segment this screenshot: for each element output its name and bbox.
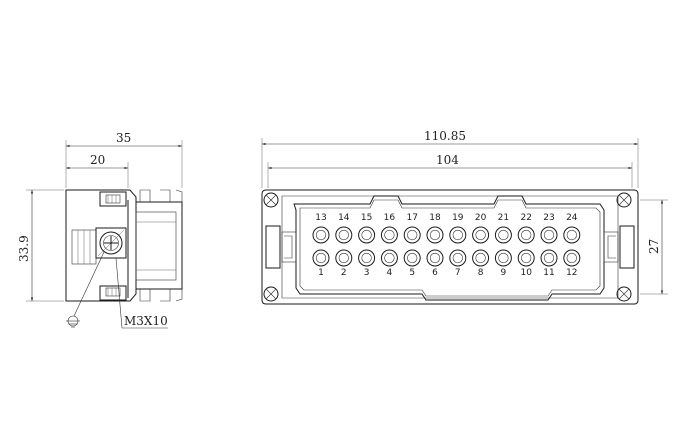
pin-top-socket [475,229,486,241]
pin-bottom-contact [494,249,512,267]
dimension-inner-length: 104 [267,153,633,188]
pin-top-contact [563,226,581,244]
pin-top-socket [315,229,327,241]
pin-top-contact [312,226,330,244]
pin-bottom-socket [521,252,532,264]
dimension-inner-width: 20 [66,153,129,188]
pin-bottom-number: 12 [566,268,577,278]
pin-top-contact [426,226,444,244]
pin-top-contact [540,226,558,244]
pin-bottom-socket [407,252,418,264]
pin-bottom-number: 1 [318,268,324,278]
dim-label-104: 104 [436,153,459,167]
pin-top-socket [498,229,509,241]
pin-bottom-number: 3 [364,268,370,278]
pin-bottom-contact [540,249,558,267]
pin-top-contact [449,226,467,244]
pin-top-number: 22 [520,213,531,223]
side-view: M3X10 35 20 33.9 [17,131,183,329]
dim-label-20: 20 [90,153,105,167]
pin-bottom-contact [517,249,535,267]
pin-top-contact [494,226,512,244]
pin-bottom-contact [426,249,444,267]
corner-screw-top-right-icon [616,192,632,208]
pin-top-contact [335,226,353,244]
pin-top-contact [380,226,398,244]
pin-top-number: 13 [315,213,326,223]
ground-screw-icon [95,227,127,259]
pin-top-socket [429,229,441,241]
pin-bottom-number: 7 [455,268,461,278]
pin-bottom-socket [361,252,372,264]
pin-bottom-contact [403,249,421,267]
corner-screw-top-left-icon [263,192,279,208]
pin-top-number: 17 [406,213,417,223]
pin-top-number: 24 [566,213,578,223]
pin-bottom-number: 4 [387,268,393,278]
pin-top-socket [543,229,555,241]
pin-top-number: 23 [543,213,554,223]
pin-top-socket [521,229,532,241]
corner-screw-bottom-left-icon [263,286,279,302]
dim-label-33-9: 33.9 [17,235,31,262]
dim-label-27: 27 [647,239,661,254]
pin-bottom-contact [380,249,398,267]
pin-bottom-contact [312,249,330,267]
pin-bottom-contact [449,249,467,267]
earth-ground-icon [66,251,105,328]
pin-bottom-contact [472,249,490,267]
corner-screw-bottom-right-icon [616,286,632,302]
pin-bottom-number: 10 [520,268,532,278]
pin-top-contact [358,226,376,244]
dim-label-110-85: 110.85 [424,129,466,143]
pin-top-number: 19 [452,213,464,223]
screw-callout: M3X10 [115,257,168,329]
pin-bottom-socket [498,252,509,264]
pin-bottom-number: 11 [543,268,554,278]
pin-bottom-contact [335,249,353,267]
pin-bottom-contact [358,249,376,267]
pin-bottom-socket [315,252,327,264]
pin-top-number: 16 [384,213,396,223]
pin-top-socket [361,229,372,241]
pin-bottom-socket [429,252,441,264]
pin-top-socket [384,229,395,241]
pin-bottom-socket [543,252,555,264]
pin-bottom-number: 8 [478,268,484,278]
screw-label: M3X10 [124,314,168,328]
dimension-height: 33.9 [17,189,64,302]
pin-bottom-number: 9 [501,268,507,278]
pin-top-socket [407,229,418,241]
dim-label-35: 35 [116,131,131,145]
pin-top-socket [338,229,349,241]
pin-bottom-number: 5 [409,268,415,278]
pin-top-contact [472,226,490,244]
pin-top-number: 15 [361,213,372,223]
pin-top-socket [566,229,577,241]
pin-top-contact [403,226,421,244]
pin-bottom-socket [452,252,463,264]
pin-top-socket [452,229,463,241]
pin-bottom-socket [475,252,486,264]
front-view-housing [261,189,639,305]
pin-top-contact [517,226,535,244]
pin-top-number: 21 [498,213,509,223]
pin-bottom-socket [384,252,395,264]
pin-top-number: 18 [429,213,441,223]
pin-top-number: 14 [338,213,350,223]
side-view-body [65,189,183,302]
dimension-overall-length: 110.85 [261,129,639,188]
pin-bottom-number: 2 [341,268,347,278]
pin-bottom-socket [566,252,577,264]
dimension-front-height: 27 [640,199,668,295]
pin-bottom-socket [338,252,349,264]
dimension-overall-width: 35 [65,131,183,188]
pin-top-number: 20 [475,213,487,223]
pin-bottom-number: 6 [432,268,438,278]
pin-bottom-contact [563,249,581,267]
